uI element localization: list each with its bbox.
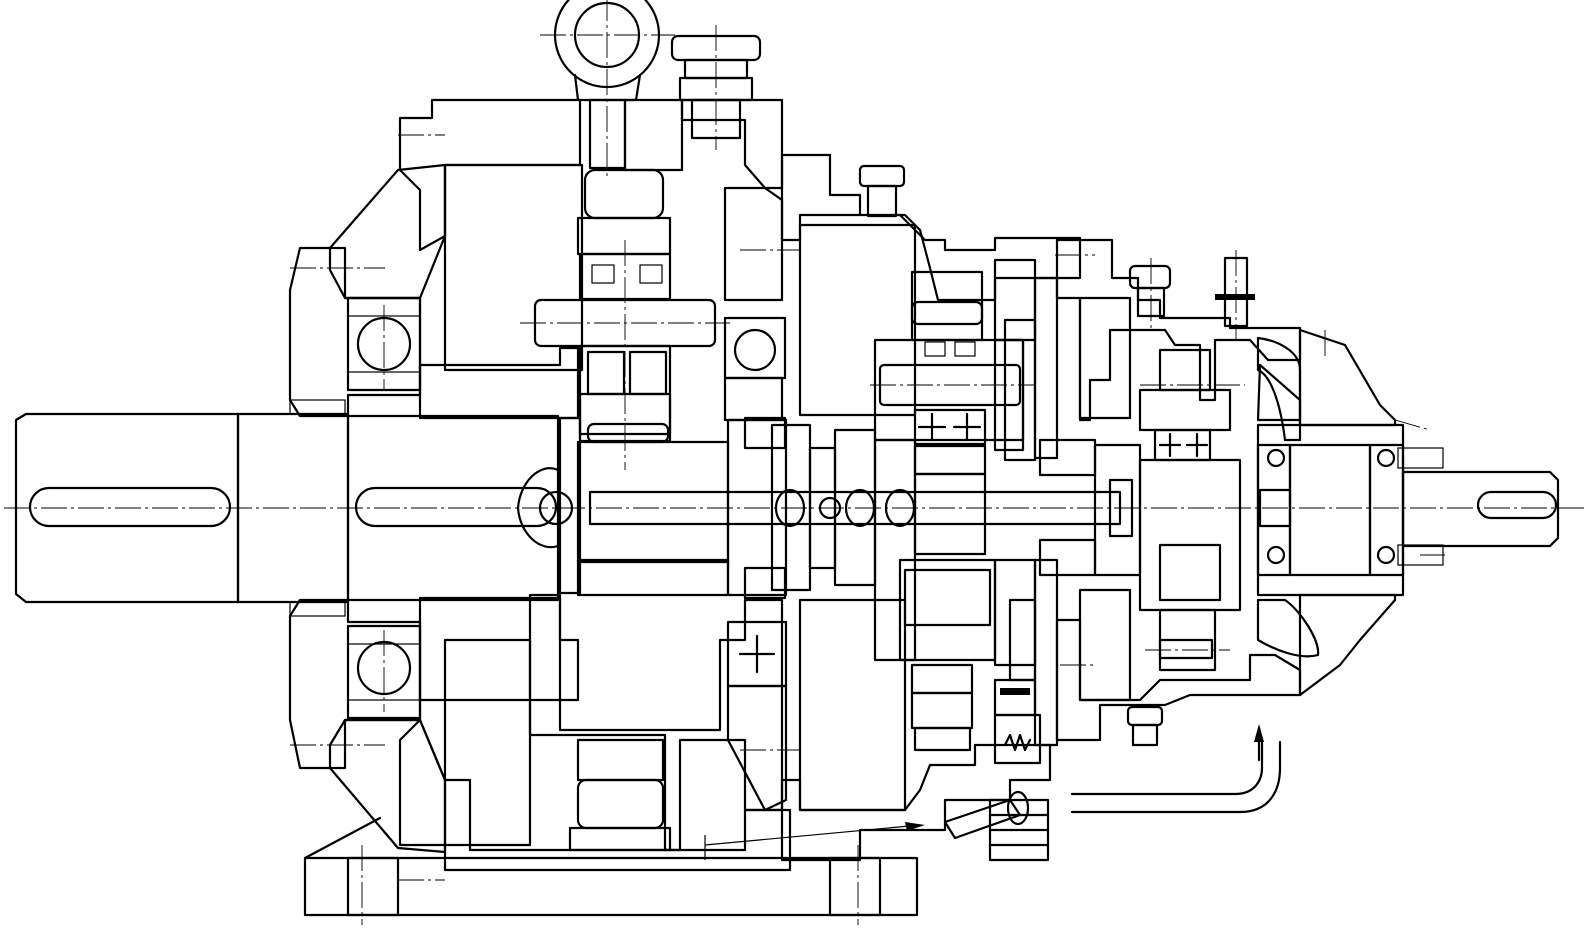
main-housing: [398, 98, 792, 872]
stage3-top-pin: [1215, 250, 1255, 340]
flow-arrow: [704, 822, 925, 860]
lifting-eye-bolt: [540, 0, 675, 180]
oil-level-valve: [988, 678, 1050, 862]
coupling-shaft: [588, 423, 1122, 592]
right-housing: [1055, 238, 1302, 742]
right-bottom-pin: [1145, 638, 1230, 660]
planet-gear-stage2: [870, 270, 1035, 752]
vent-plug: [670, 25, 762, 150]
oil-drain-lever: [943, 790, 1030, 840]
bottom-bolt: [1126, 705, 1164, 747]
planet-gear-stage1: [520, 168, 730, 470]
stage3-top-bolt: [1128, 258, 1172, 330]
input-shaft: [14, 412, 574, 604]
fan-cover: [1256, 328, 1397, 697]
secondary-centerlines: [290, 134, 1445, 881]
lower-gear-stage1: [568, 738, 672, 852]
left-seals: [289, 399, 346, 617]
output-seals: [1397, 447, 1444, 566]
stage2-ring-gear: [993, 258, 1097, 747]
base-foot: [303, 816, 919, 925]
stage1-ring-gear: [723, 186, 800, 812]
output-bearing-housing: [1256, 423, 1405, 597]
planet-gear-stage3: [1093, 348, 1245, 672]
oil-pipe: [1070, 724, 1282, 814]
output-shaft: [1401, 470, 1560, 548]
middle-vent-plug: [858, 164, 906, 218]
